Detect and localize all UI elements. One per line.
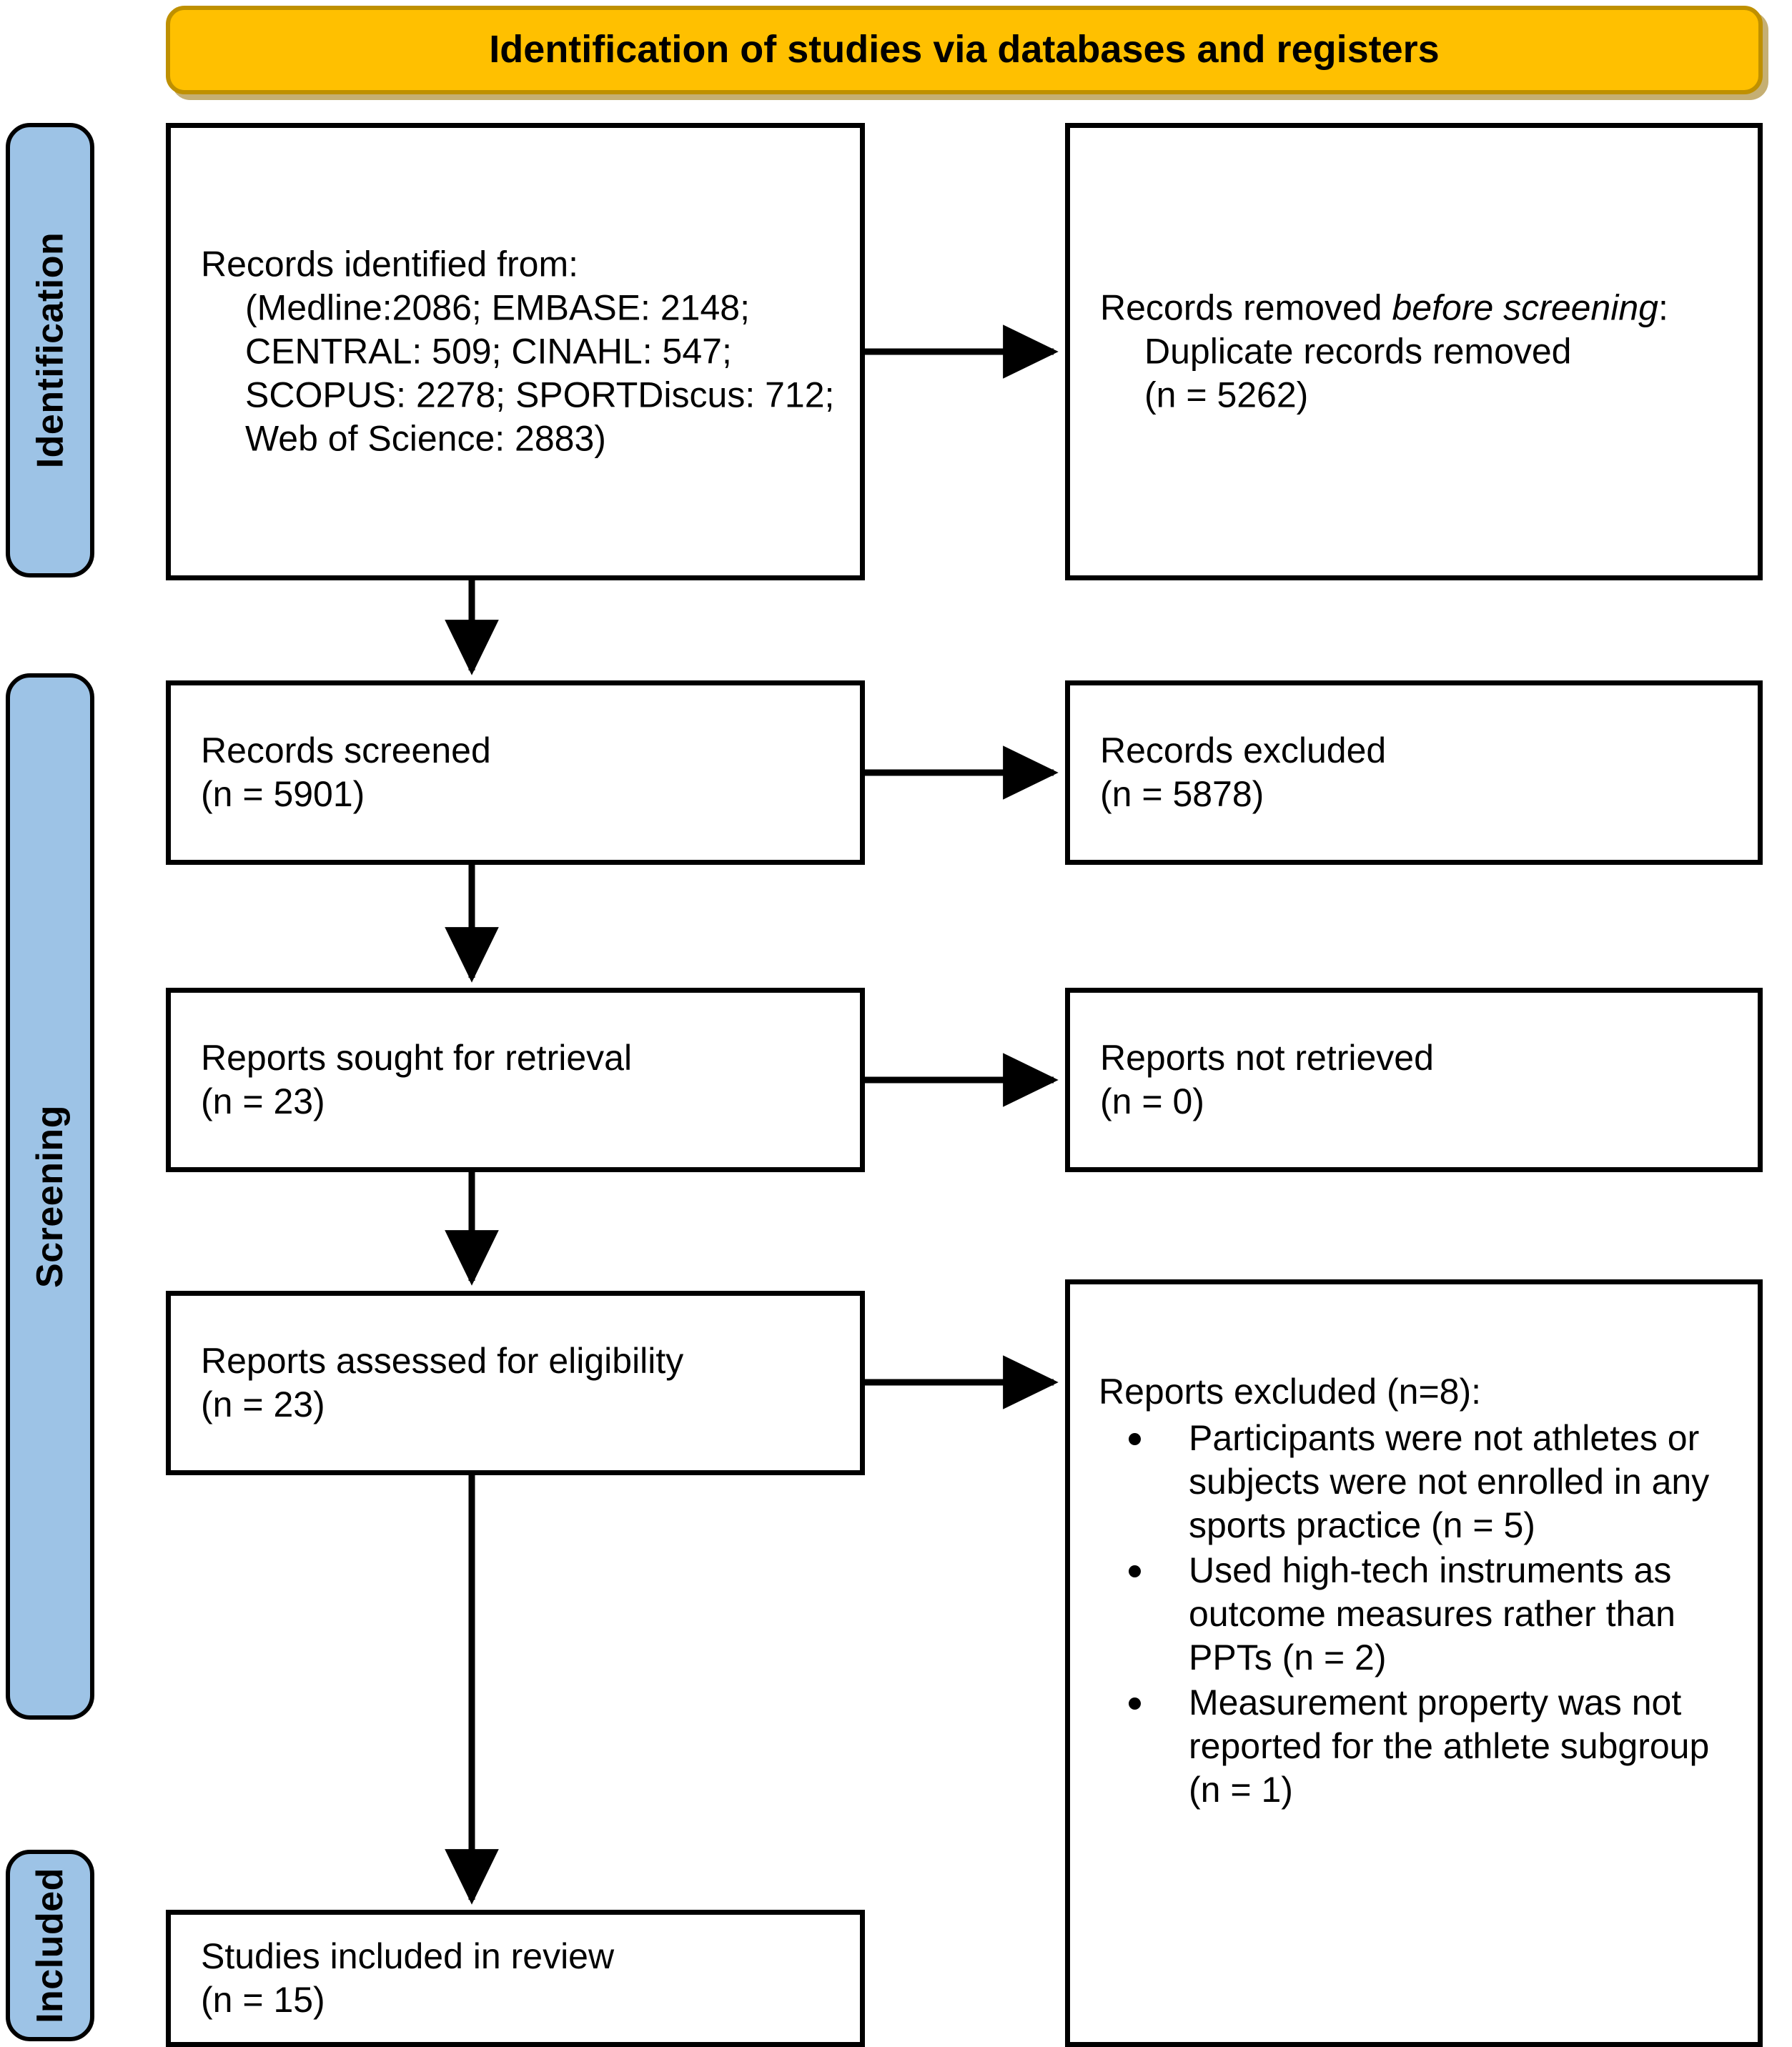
- box-records-excluded-label: Records excluded: [1100, 730, 1387, 770]
- box-records-screened: Records screened (n = 5901): [166, 680, 865, 865]
- reports-excluded-reason-text: Used high-tech instruments as outcome me…: [1189, 1550, 1675, 1677]
- reports-excluded-reason-list: Participants were not athletes or subjec…: [1099, 1417, 1743, 1812]
- box-reports-assessed: Reports assessed for eligibility (n = 23…: [166, 1291, 865, 1475]
- box-studies-included-count: (n = 15): [201, 1980, 325, 2020]
- box-reports-assessed-count: (n = 23): [201, 1384, 325, 1424]
- page-title: Identification of studies via databases …: [489, 28, 1440, 71]
- reports-excluded-reason-text: Measurement property was not reported fo…: [1189, 1682, 1710, 1810]
- box-reports-sought-label: Reports sought for retrieval: [201, 1038, 633, 1078]
- box-reports-not-retrieved-label: Reports not retrieved: [1100, 1038, 1434, 1078]
- box-reports-sought-count: (n = 23): [201, 1081, 325, 1121]
- reports-excluded-reason: Participants were not athletes or subjec…: [1099, 1417, 1743, 1547]
- box-records-removed-emph: before screening: [1392, 287, 1658, 328]
- stage-label-identification: Identification: [6, 123, 94, 578]
- stage-label-identification-text: Identification: [29, 232, 71, 469]
- box-reports-not-retrieved: Reports not retrieved (n = 0): [1065, 988, 1763, 1172]
- box-records-identified: Records identified from: (Medline:2086; …: [166, 123, 865, 580]
- box-records-identified-sources: (Medline:2086; EMBASE: 2148; CENTRAL: 50…: [245, 287, 845, 459]
- box-reports-excluded: Reports excluded (n=8): Participants wer…: [1065, 1279, 1763, 2047]
- box-records-identified-line1: Records identified from:: [201, 244, 579, 284]
- stage-label-screening: Screening: [6, 673, 94, 1720]
- stage-label-screening-text: Screening: [29, 1105, 71, 1288]
- diagram-header-banner: Identification of studies via databases …: [166, 6, 1763, 94]
- box-reports-excluded-title: Reports excluded (n=8):: [1099, 1372, 1482, 1412]
- box-records-removed-colon: :: [1658, 287, 1668, 328]
- box-records-removed-detail: Duplicate records removed: [1144, 331, 1572, 372]
- bullet-icon: [1129, 1565, 1141, 1577]
- box-records-screened-label: Records screened: [201, 730, 491, 770]
- box-studies-included: Studies included in review (n = 15): [166, 1910, 865, 2047]
- box-records-removed-count: (n = 5262): [1144, 375, 1309, 415]
- box-records-excluded: Records excluded (n = 5878): [1065, 680, 1763, 865]
- box-reports-sought: Reports sought for retrieval (n = 23): [166, 988, 865, 1172]
- bullet-icon: [1129, 1697, 1141, 1710]
- box-records-excluded-count: (n = 5878): [1100, 774, 1264, 814]
- box-reports-not-retrieved-count: (n = 0): [1100, 1081, 1204, 1121]
- box-studies-included-label: Studies included in review: [201, 1936, 615, 1976]
- stage-label-included-text: Included: [29, 1868, 71, 2023]
- reports-excluded-reason: Used high-tech instruments as outcome me…: [1099, 1549, 1743, 1680]
- reports-excluded-reason: Measurement property was not reported fo…: [1099, 1681, 1743, 1812]
- stage-label-included: Included: [6, 1850, 94, 2041]
- box-reports-assessed-label: Reports assessed for eligibility: [201, 1341, 684, 1381]
- box-records-screened-count: (n = 5901): [201, 774, 365, 814]
- bullet-icon: [1129, 1433, 1141, 1445]
- box-records-removed-lead: Records removed: [1100, 287, 1392, 328]
- box-records-removed: Records removed before screening: Duplic…: [1065, 123, 1763, 580]
- box-records-removed-heading: Records removed before screening:: [1100, 287, 1739, 330]
- reports-excluded-reason-text: Participants were not athletes or subjec…: [1189, 1418, 1710, 1545]
